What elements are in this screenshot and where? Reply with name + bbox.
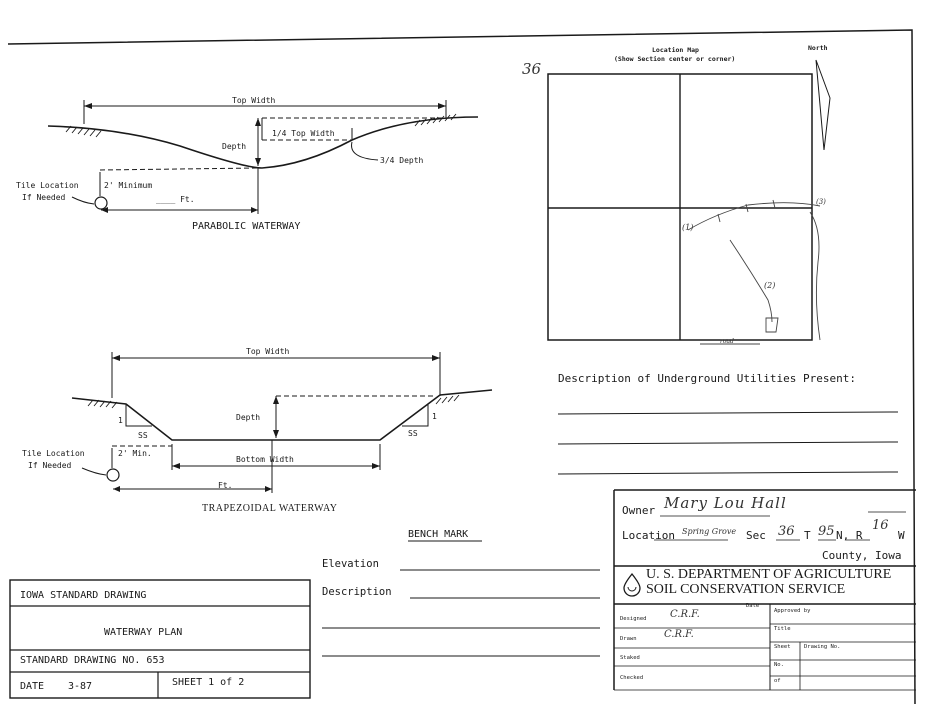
- iowa-standard-drawing-label: IOWA STANDARD DRAWING: [20, 590, 147, 601]
- no-label: No.: [774, 662, 784, 668]
- location-value: Spring Grove: [682, 527, 737, 536]
- parabolic-three-quarter-leader: [351, 141, 379, 161]
- trapezoidal-top-width-dim: [111, 352, 441, 398]
- location-map-subtitle: (Show Section center or corner): [614, 55, 736, 63]
- designed-label: Designed: [620, 616, 647, 622]
- trapezoidal-hatch-left: [87, 399, 118, 409]
- trapezoidal-tile-location-label: Tile Location: [22, 449, 85, 458]
- trapezoidal-bottom-width-label: Bottom Width: [236, 455, 294, 464]
- bench-mark-title: BENCH MARK: [408, 529, 469, 540]
- approved-by-label: Approved by: [774, 608, 811, 614]
- parabolic-quarter-width-label: 1/4 Top Width: [272, 129, 335, 138]
- parabolic-tile-leader: [71, 196, 95, 205]
- range-value: 16: [872, 518, 889, 533]
- parabolic-tile-circle: [94, 196, 108, 210]
- date-header: Date: [746, 603, 760, 609]
- sec-label: Sec: [746, 529, 766, 542]
- utility-line-2: [557, 441, 899, 445]
- north-label: North: [808, 44, 828, 52]
- location-label: Location: [622, 529, 675, 542]
- parabolic-ground-hatch-right: [414, 113, 457, 127]
- trapezoidal-tile-circle: [106, 468, 120, 482]
- trapezoidal-ft-label: Ft.: [218, 481, 233, 490]
- parabolic-tile-location-label: Tile Location: [16, 181, 79, 190]
- title-label: Title: [774, 626, 791, 632]
- owner-label: Owner: [622, 504, 656, 517]
- trapezoidal-caption: TRAPEZOIDAL WATERWAY: [202, 503, 338, 514]
- trapezoidal-tile-leader: [81, 467, 107, 476]
- township-value: 95: [818, 524, 835, 539]
- elevation-label: Elevation: [322, 558, 379, 570]
- drawing-no-label: Drawing No.: [804, 644, 841, 650]
- parabolic-channel-curve: [47, 116, 479, 169]
- parabolic-top-width-dim: [83, 100, 447, 124]
- parabolic-if-needed-label: If Needed: [22, 193, 66, 202]
- standard-drawing-number: STANDARD DRAWING NO. 653: [20, 655, 165, 666]
- north-arrow: [815, 59, 831, 151]
- section-number-handwritten: 36: [522, 60, 542, 78]
- trapezoidal-bottom-width-dim: [171, 444, 381, 470]
- location-map-title: Location Map: [652, 46, 699, 54]
- trapezoidal-channel: [71, 389, 493, 441]
- map-road-label: road: [720, 338, 734, 345]
- trapezoidal-hatch-right: [435, 394, 460, 405]
- parabolic-ft-dim: [101, 168, 259, 214]
- title-block-frame: [613, 489, 916, 690]
- sheet-number: SHEET 1 of 2: [172, 677, 245, 688]
- west-label: W: [898, 529, 905, 542]
- sheet-border: [7, 29, 916, 705]
- date-value: 3-87: [68, 681, 93, 692]
- drawn-label: Drawn: [620, 636, 637, 642]
- parabolic-caption: PARABOLIC WATERWAY: [192, 221, 301, 232]
- sketch-label-3: (3): [816, 198, 826, 206]
- agency-drop-logo: [623, 572, 641, 597]
- standard-block-frame: [9, 579, 311, 699]
- range-label: N, R: [836, 529, 863, 542]
- left-slope-one-label: 1: [118, 416, 123, 425]
- utilities-label: Description of Underground Utilities Pre…: [558, 372, 857, 385]
- utility-line-1: [557, 411, 899, 415]
- owner-value: Mary Lou Hall: [664, 494, 787, 512]
- trapezoidal-depth-label: Depth: [236, 413, 261, 422]
- right-slope-ss-label: SS: [408, 429, 418, 438]
- staked-label: Staked: [620, 655, 640, 661]
- trapezoidal-if-needed-label: If Needed: [28, 461, 72, 470]
- sketch-label-2: (2): [764, 281, 776, 290]
- trapezoidal-min-label: 2' Min.: [118, 449, 152, 458]
- utility-line-3: [557, 471, 899, 475]
- sketch-label-1: (1): [682, 223, 694, 232]
- drawn-by: C.R.F.: [664, 629, 694, 640]
- township-label: T: [804, 529, 811, 542]
- sheet-label: Sheet: [774, 644, 791, 650]
- parabolic-bottom-dashed: [99, 167, 259, 171]
- county-label: County, Iowa: [822, 549, 902, 562]
- trapezoidal-ft-dim: [113, 440, 273, 493]
- parabolic-depth-label: Depth: [222, 142, 247, 151]
- of-label: of: [774, 678, 781, 684]
- agency-name-line-1: U. S. DEPARTMENT OF AGRICULTURE: [646, 567, 892, 582]
- checked-label: Checked: [620, 675, 644, 681]
- parabolic-three-quarter-depth-label: 3/4 Depth: [380, 156, 424, 165]
- waterway-plan-label: WATERWAY PLAN: [104, 627, 183, 638]
- parabolic-quarter-width-dim: [262, 117, 442, 141]
- date-label: DATE: [20, 681, 45, 692]
- parabolic-top-width-label: Top Width: [232, 96, 276, 105]
- parabolic-minimum-label: 2' Minimum: [104, 181, 153, 190]
- parabolic-ground-hatch-left: [65, 125, 102, 138]
- left-slope-triangle: [125, 404, 152, 427]
- right-slope-one-label: 1: [432, 412, 437, 421]
- right-slope-triangle: [402, 404, 429, 427]
- agency-name-line-2: SOIL CONSERVATION SERVICE: [646, 582, 846, 597]
- sec-value: 36: [778, 524, 795, 539]
- parabolic-ft-label: ____ Ft.: [156, 195, 195, 204]
- description-label: Description: [322, 586, 392, 598]
- designed-by: C.R.F.: [670, 609, 700, 620]
- left-slope-ss-label: SS: [138, 431, 148, 440]
- map-hand-sketch: [687, 199, 821, 345]
- trapezoidal-top-width-label: Top Width: [246, 347, 290, 356]
